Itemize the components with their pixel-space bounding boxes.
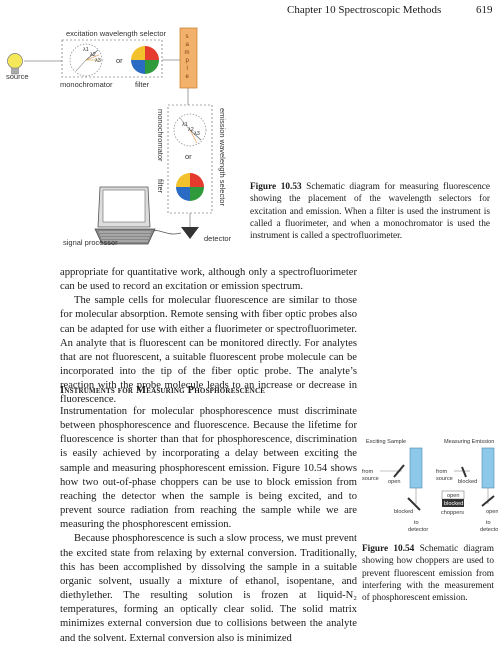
- svg-text:detector: detector: [408, 527, 428, 533]
- running-header: Chapter 10 Spectroscopic Methods: [287, 4, 442, 16]
- paragraph-2: The sample cells for molecular fluoresce…: [60, 295, 357, 406]
- svg-text:λ3: λ3: [95, 58, 101, 64]
- svg-text:λ2: λ2: [90, 52, 96, 58]
- filter-v-label: filter: [156, 179, 165, 194]
- svg-text:choppers: choppers: [441, 510, 464, 516]
- source-bulb-icon: [7, 53, 23, 75]
- monochromator-v-icon: λ1 λ2 λ3: [173, 113, 207, 147]
- monochromator-icon: λ1 λ2 λ3: [69, 43, 103, 77]
- monochromator-v-label: monochromator: [156, 109, 165, 162]
- svg-text:to: to: [414, 520, 419, 526]
- svg-text:to: to: [486, 520, 491, 526]
- svg-text:blocked: blocked: [394, 509, 413, 515]
- svg-text:open: open: [447, 493, 459, 499]
- emission-selector-label: emission wavelength selector: [218, 108, 227, 206]
- body-column-bottom: Instrumentation for molecular phosphores…: [60, 405, 357, 646]
- svg-text:source: source: [362, 476, 379, 482]
- paragraph-1: appropriate for quantitative work, altho…: [60, 267, 357, 293]
- sample-cuvette: [179, 27, 198, 89]
- body-column-top: appropriate for quantitative work, altho…: [60, 266, 357, 408]
- fig-10-54-caption: Figure 10.54 Schematic diagram showing h…: [362, 544, 494, 604]
- fig-10-53-caption: Figure 10.53 Schematic diagram for measu…: [250, 182, 490, 242]
- svg-text:detector: detector: [480, 527, 498, 533]
- detector-icon: [181, 227, 199, 239]
- svg-text:source: source: [436, 476, 453, 482]
- sample-cuvette-right: [481, 447, 495, 489]
- excitation-selector-label: excitation wavelength selector: [66, 29, 167, 38]
- paragraph-3: Instrumentation for molecular phosphores…: [60, 406, 357, 531]
- svg-text:λ1: λ1: [83, 47, 89, 53]
- page-number: 619: [476, 4, 493, 16]
- filter-label: filter: [135, 80, 150, 89]
- svg-text:from: from: [362, 469, 374, 475]
- svg-text:λ2: λ2: [188, 127, 194, 133]
- svg-text:open: open: [388, 479, 400, 485]
- svg-text:blocked: blocked: [458, 479, 477, 485]
- source-label: source: [6, 72, 29, 81]
- monochromator-label: monochromator: [60, 80, 113, 89]
- svg-text:blocked: blocked: [444, 501, 463, 507]
- fig-10-53-diagram: source excitation wavelength selector λ1…: [6, 27, 232, 247]
- paragraph-4: Because phosphorescence is such a slow p…: [60, 533, 357, 644]
- signal-processor-label: signal processor: [63, 238, 118, 247]
- svg-text:open: open: [486, 509, 498, 515]
- svg-text:from: from: [436, 469, 448, 475]
- svg-text:λ1: λ1: [182, 122, 188, 128]
- section-heading: Instruments for Measuring Phosphorescenc…: [60, 385, 266, 396]
- fig-10-54-diagram: Exciting Sample Measuring Emission from …: [362, 439, 498, 533]
- svg-text:Exciting Sample: Exciting Sample: [366, 439, 406, 445]
- filter-wheel-icon: [131, 46, 159, 74]
- svg-text:or: or: [185, 152, 192, 161]
- svg-text:λ3: λ3: [194, 131, 200, 137]
- detector-label: detector: [204, 234, 232, 243]
- laptop-icon: [94, 186, 156, 245]
- svg-text:Measuring Emission: Measuring Emission: [444, 439, 494, 445]
- filter-wheel-v-icon: [176, 173, 204, 201]
- svg-text:or: or: [116, 56, 123, 65]
- sample-cuvette-left: [409, 447, 423, 489]
